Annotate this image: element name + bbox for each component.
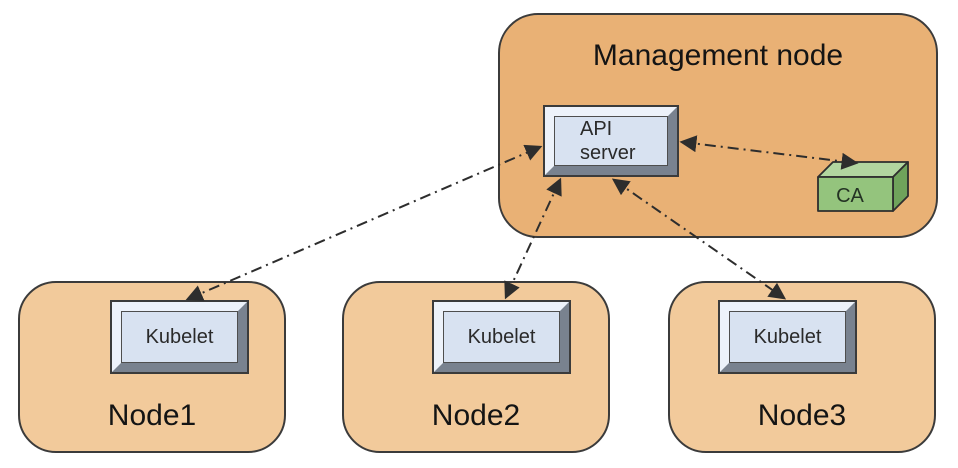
node3-label: Node3	[757, 399, 847, 432]
api-server-box: API server	[545, 107, 677, 175]
kubelet-label-node2: Kubelet	[467, 326, 536, 348]
kubelet-box-node1: Kubelet	[112, 302, 247, 372]
kubelet-label-node1: Kubelet	[145, 326, 214, 348]
connector-node1-api	[185, 144, 543, 302]
api-server-label: API server	[580, 118, 636, 164]
kubelet-box-node3: Kubelet	[720, 302, 855, 372]
kubelet-label-node3: Kubelet	[753, 326, 822, 348]
node1-label: Node1	[107, 399, 197, 432]
kubelet-box-node2: Kubelet	[434, 302, 569, 372]
management-node-label: Management node	[592, 39, 844, 72]
node2-label: Node2	[431, 399, 521, 432]
